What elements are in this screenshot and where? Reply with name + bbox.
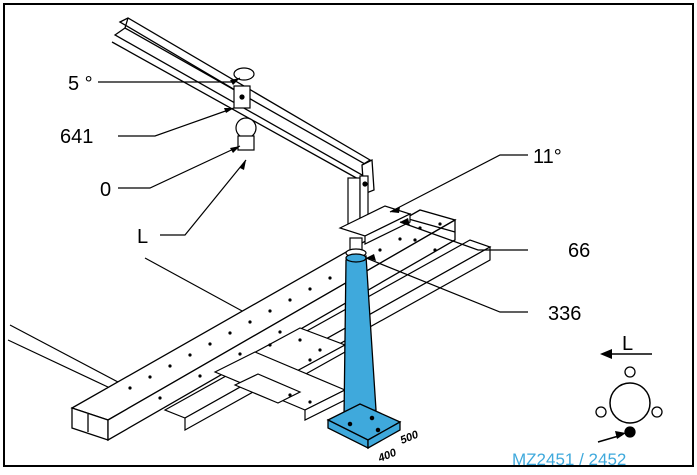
hole-bottom-marked-icon (624, 426, 636, 438)
floor-lines (7, 257, 256, 389)
hole-top-icon (624, 366, 636, 378)
hole-right-icon (651, 406, 663, 418)
leader-arrowheads (224, 78, 410, 261)
direction-arrow-head (600, 349, 612, 359)
orientation-L-label: L (622, 333, 633, 355)
rail-holes (128, 222, 442, 404)
beam-clamp (233, 67, 257, 151)
cross-plate (213, 327, 347, 421)
wheel-circle-icon (609, 382, 651, 424)
callout-angle-top: 5 ° (68, 73, 93, 95)
chassis-rail (70, 209, 457, 442)
reference-number: MZ2451 / 2452 (512, 450, 626, 469)
hole-left-icon (595, 406, 607, 418)
border (3, 3, 694, 467)
pointer-arrow-head (615, 431, 626, 439)
callout-641: 641 (60, 126, 93, 148)
callout-0: 0 (100, 179, 111, 201)
dimension-500: 500 (399, 428, 421, 446)
orientation-icon: L (595, 333, 663, 443)
callout-66: 66 (568, 240, 590, 262)
callout-angle-right: 11° (533, 146, 562, 168)
dimension-400: 400 (376, 446, 399, 465)
support-column (326, 253, 402, 450)
callout-L: L (137, 226, 148, 248)
callout-336: 336 (548, 303, 581, 325)
